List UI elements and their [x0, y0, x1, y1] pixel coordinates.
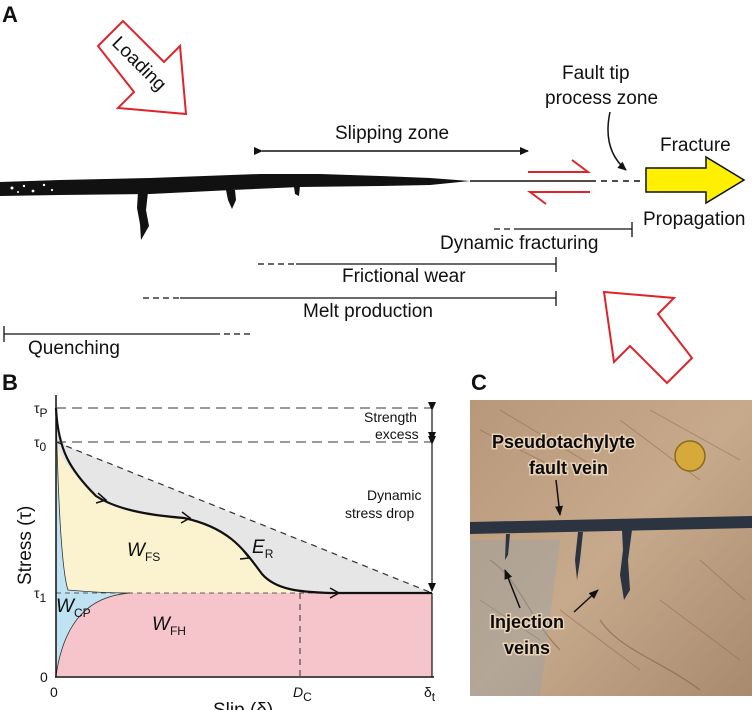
panel-c-label: C	[471, 370, 487, 395]
melt-production-range	[143, 291, 557, 306]
loading-arrow-icon: Loading	[96, 19, 188, 116]
fault-tip-label-1: Fault tip	[562, 63, 630, 84]
fault-vein-icon	[0, 174, 470, 240]
injection-label-2: veins	[504, 638, 550, 658]
melt-production-label: Melt production	[303, 301, 433, 322]
quenching-label: Quenching	[28, 338, 120, 359]
panel-c: C Pseudotachylyte fault vein Injection v…	[470, 370, 752, 696]
dynamic-drop-label-1: Dynamic	[367, 487, 421, 503]
strength-excess-label-2: excess	[375, 426, 419, 442]
frictional-wear-label: Frictional wear	[342, 266, 466, 287]
fault-tip-pointer	[607, 111, 627, 171]
fracture-arrow-icon	[645, 155, 746, 205]
x-axis-title: Slip (δ)	[213, 700, 273, 710]
dt-label: δt	[424, 684, 436, 704]
vein-label-2: fault vein	[529, 458, 608, 478]
tau-p-label: τP	[34, 400, 48, 420]
slipping-zone-label: Slipping zone	[335, 123, 449, 144]
shear-sense-icon	[527, 159, 591, 205]
panel-b-label: B	[2, 370, 18, 395]
w-fh-label: WFH	[152, 614, 186, 638]
quenching-range	[3, 326, 250, 342]
tau-1-label: τ1	[34, 585, 47, 605]
fh-region	[56, 593, 432, 676]
fs-region	[56, 408, 330, 593]
coin-scale-icon	[674, 440, 706, 472]
dynamic-drop-label-2: stress drop	[345, 505, 414, 521]
panel-a-label: A	[2, 2, 18, 27]
tau-0-label: τ0	[34, 434, 47, 454]
strength-excess-label-1: Strength	[364, 409, 417, 425]
cp-region	[56, 408, 130, 676]
y-zero-label: 0	[40, 669, 48, 685]
w-fs-label: WFS	[127, 540, 160, 564]
injection-label-1: Injection	[490, 612, 564, 632]
counter-loading-arrow-icon	[602, 290, 694, 385]
outcrop-photo	[470, 400, 752, 696]
y-axis-title: Stress (τ)	[15, 506, 36, 585]
fracture-label: Fracture	[660, 135, 731, 156]
propagation-label: Propagation	[643, 209, 745, 230]
vein-label-1: Pseudotachylyte	[492, 432, 635, 452]
slip-weakening-curve	[54, 407, 432, 595]
frictional-wear-range	[258, 257, 557, 272]
dynamic-fracturing-label: Dynamic fracturing	[440, 233, 598, 254]
dc-label: DC	[293, 684, 312, 704]
x-zero-label: 0	[50, 684, 58, 700]
e-r-label: ER	[252, 537, 274, 561]
fault-tip-label-2: process zone	[545, 88, 658, 109]
w-cp-label: WCP	[56, 596, 91, 620]
linear-weakening-line	[55, 441, 433, 594]
panel-b: B τP τ0 τ1 0 Stress (τ)	[2, 370, 436, 710]
panel-a: A Loading Slipping zone	[0, 2, 746, 385]
dynamic-fracturing-range	[494, 222, 633, 237]
